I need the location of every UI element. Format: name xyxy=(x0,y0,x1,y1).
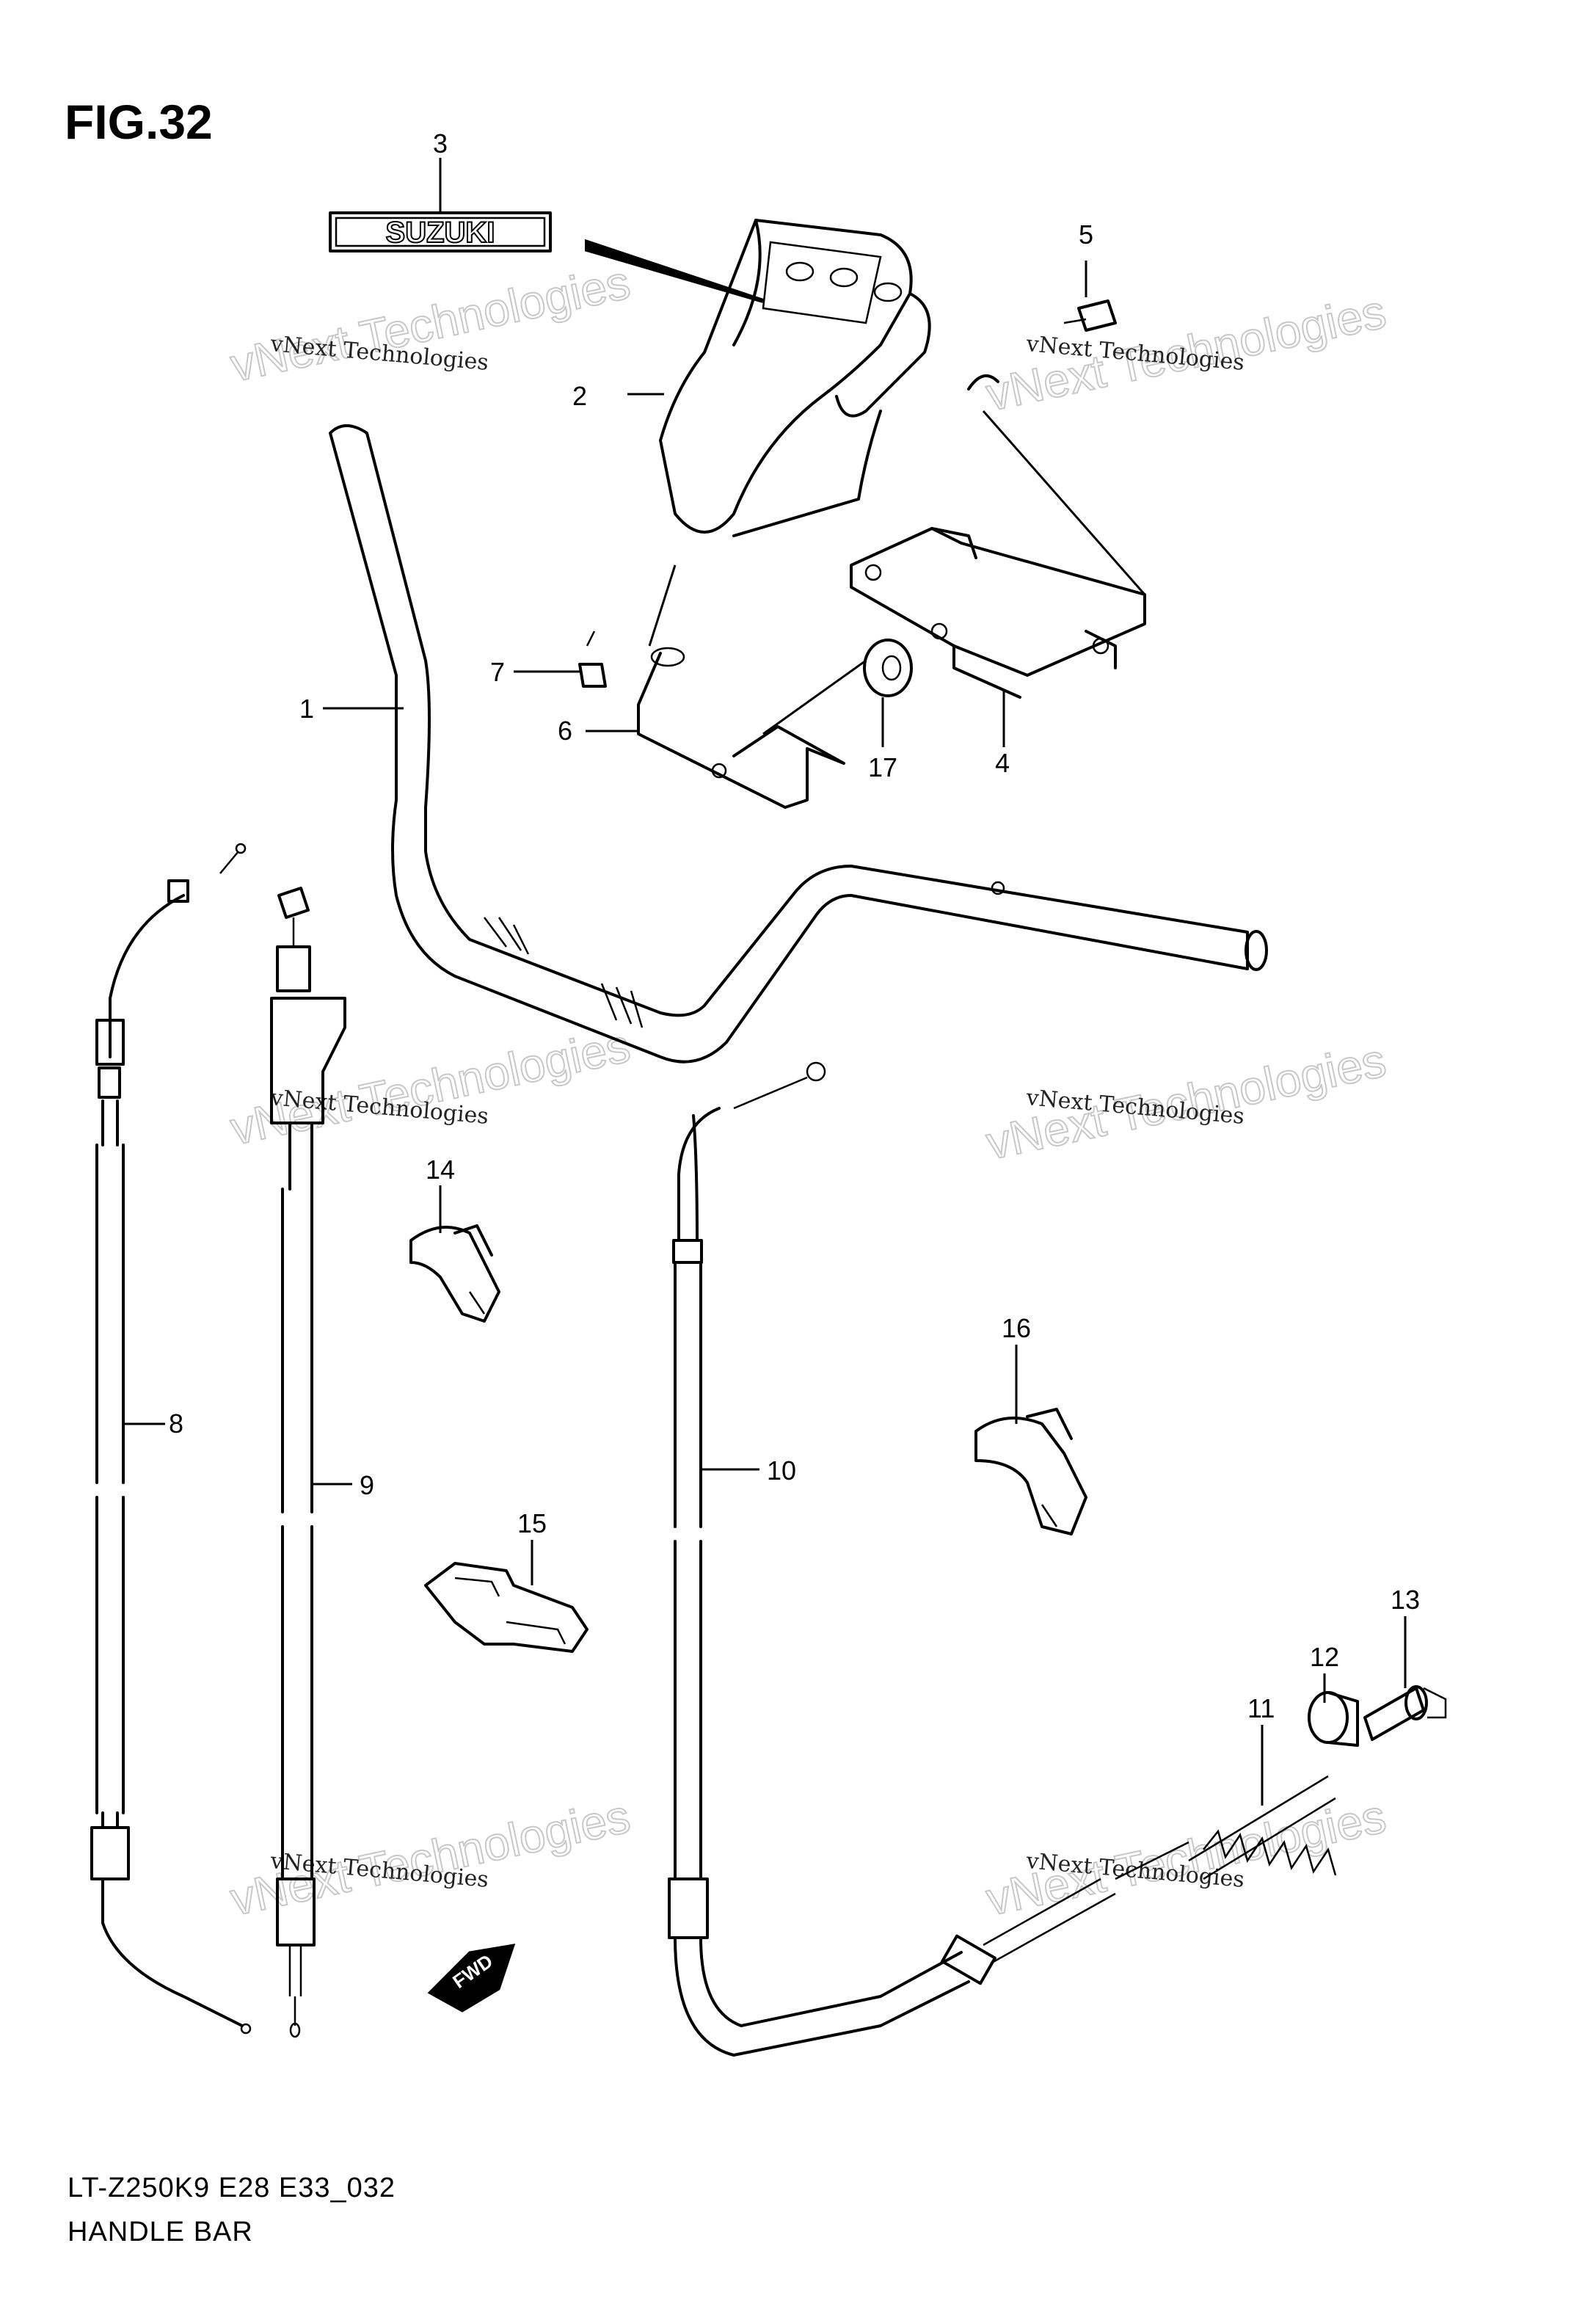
collar-part xyxy=(1308,1691,1359,1747)
callout-5: 5 xyxy=(1079,219,1093,250)
callout-16: 16 xyxy=(1002,1313,1031,1343)
clip-15-part xyxy=(424,1562,589,1653)
callout-11: 11 xyxy=(1247,1693,1275,1723)
callout-1: 1 xyxy=(299,694,314,724)
callout-labels: 1 2 3 4 5 6 7 8 9 10 11 12 13 14 15 16 1… xyxy=(169,128,1420,1723)
callout-8: 8 xyxy=(169,1408,183,1439)
bracket-part xyxy=(850,410,1146,699)
fwd-arrow-icon: FWD xyxy=(427,1944,516,2013)
callout-6: 6 xyxy=(558,716,572,746)
leader-lines xyxy=(125,158,1407,1806)
callout-14: 14 xyxy=(426,1155,455,1185)
handlebar-cover-part xyxy=(659,219,999,537)
section-name: HANDLE BAR xyxy=(68,2217,253,2247)
callout-4: 4 xyxy=(995,748,1010,778)
cable-10-part xyxy=(668,1061,1189,2057)
handlebar-part xyxy=(329,424,1268,1064)
clamp-14-part xyxy=(409,1224,500,1323)
cable-8-part xyxy=(90,843,252,2035)
callout-15: 15 xyxy=(517,1508,547,1538)
suzuki-emblem-part: SUZUKI xyxy=(329,211,552,252)
callout-12: 12 xyxy=(1310,1642,1339,1672)
callout-17: 17 xyxy=(868,752,897,782)
watermark-big: vNext Technologies xyxy=(226,255,635,392)
adjuster-part xyxy=(1363,1685,1447,1741)
callout-3: 3 xyxy=(433,128,448,159)
spring-part xyxy=(1188,1775,1337,1880)
clamp-16-part xyxy=(974,1408,1087,1535)
grommet-part xyxy=(762,639,913,735)
emblem-text: SUZUKI xyxy=(386,217,495,249)
callout-13: 13 xyxy=(1391,1585,1420,1615)
callout-2: 2 xyxy=(572,381,587,411)
callout-10: 10 xyxy=(767,1455,796,1486)
cable-9-part xyxy=(270,887,346,2038)
small-screw-part xyxy=(578,630,607,688)
callout-9: 9 xyxy=(360,1470,374,1500)
figure-title: FIG.32 xyxy=(65,95,213,149)
lower-bracket-part xyxy=(637,564,845,809)
screw-part xyxy=(1063,299,1117,332)
model-code: LT-Z250K9 E28 E33_032 xyxy=(68,2173,396,2203)
callout-7: 7 xyxy=(490,657,505,687)
emblem-arrow xyxy=(585,239,764,303)
watermark-group: vNext Technologies vNext Technologies vN… xyxy=(225,255,1391,1927)
